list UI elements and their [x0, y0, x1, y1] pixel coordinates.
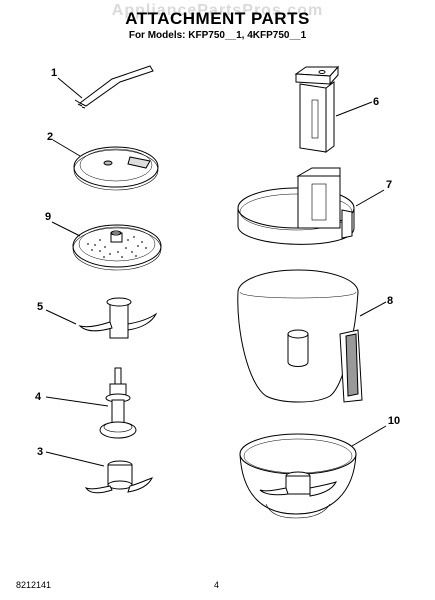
shredding-disc-icon: [51, 221, 162, 271]
callout-1: 1: [50, 67, 58, 79]
leader-line-4: [45, 396, 109, 407]
dough-blade-icon: [45, 297, 158, 339]
leader-line-7: [355, 189, 385, 207]
leader-line-2: [52, 139, 81, 157]
leader-line-3: [45, 451, 105, 467]
callout-5: 5: [36, 301, 44, 313]
leader-line-5: [45, 309, 77, 325]
callout-10: 10: [387, 415, 401, 427]
leader-line-9: [51, 221, 81, 237]
work-bowl-cover-icon: [237, 167, 385, 245]
leader-line-8: [359, 301, 387, 317]
page-title: ATTACHMENT PARTS: [125, 9, 310, 28]
watermark: AppliancePartsPros.com: [111, 2, 324, 19]
slicing-disc-icon: [52, 139, 159, 191]
callout-2: 2: [46, 131, 54, 143]
callout-3: 3: [36, 446, 44, 458]
leader-line-1: [57, 77, 83, 99]
work-bowl-icon: [237, 269, 387, 403]
callout-7: 7: [385, 179, 393, 191]
page-number: 4: [214, 580, 220, 590]
callout-4: 4: [34, 391, 42, 403]
callout-9: 9: [44, 211, 52, 223]
disc-adapter-icon: [45, 367, 137, 439]
spatula-icon: [57, 65, 154, 109]
food-pusher-icon: [294, 65, 373, 153]
leader-line-10: [351, 425, 387, 447]
callout-6: 6: [372, 96, 380, 108]
document-number: 8212141: [16, 580, 52, 590]
mini-bowl-icon: [239, 425, 387, 519]
callout-8: 8: [386, 295, 394, 307]
leader-line-6: [335, 101, 373, 117]
page-subtitle: For Models: KFP750__1, 4KFP750__1: [128, 30, 307, 41]
mini-blade-icon: [45, 451, 153, 494]
